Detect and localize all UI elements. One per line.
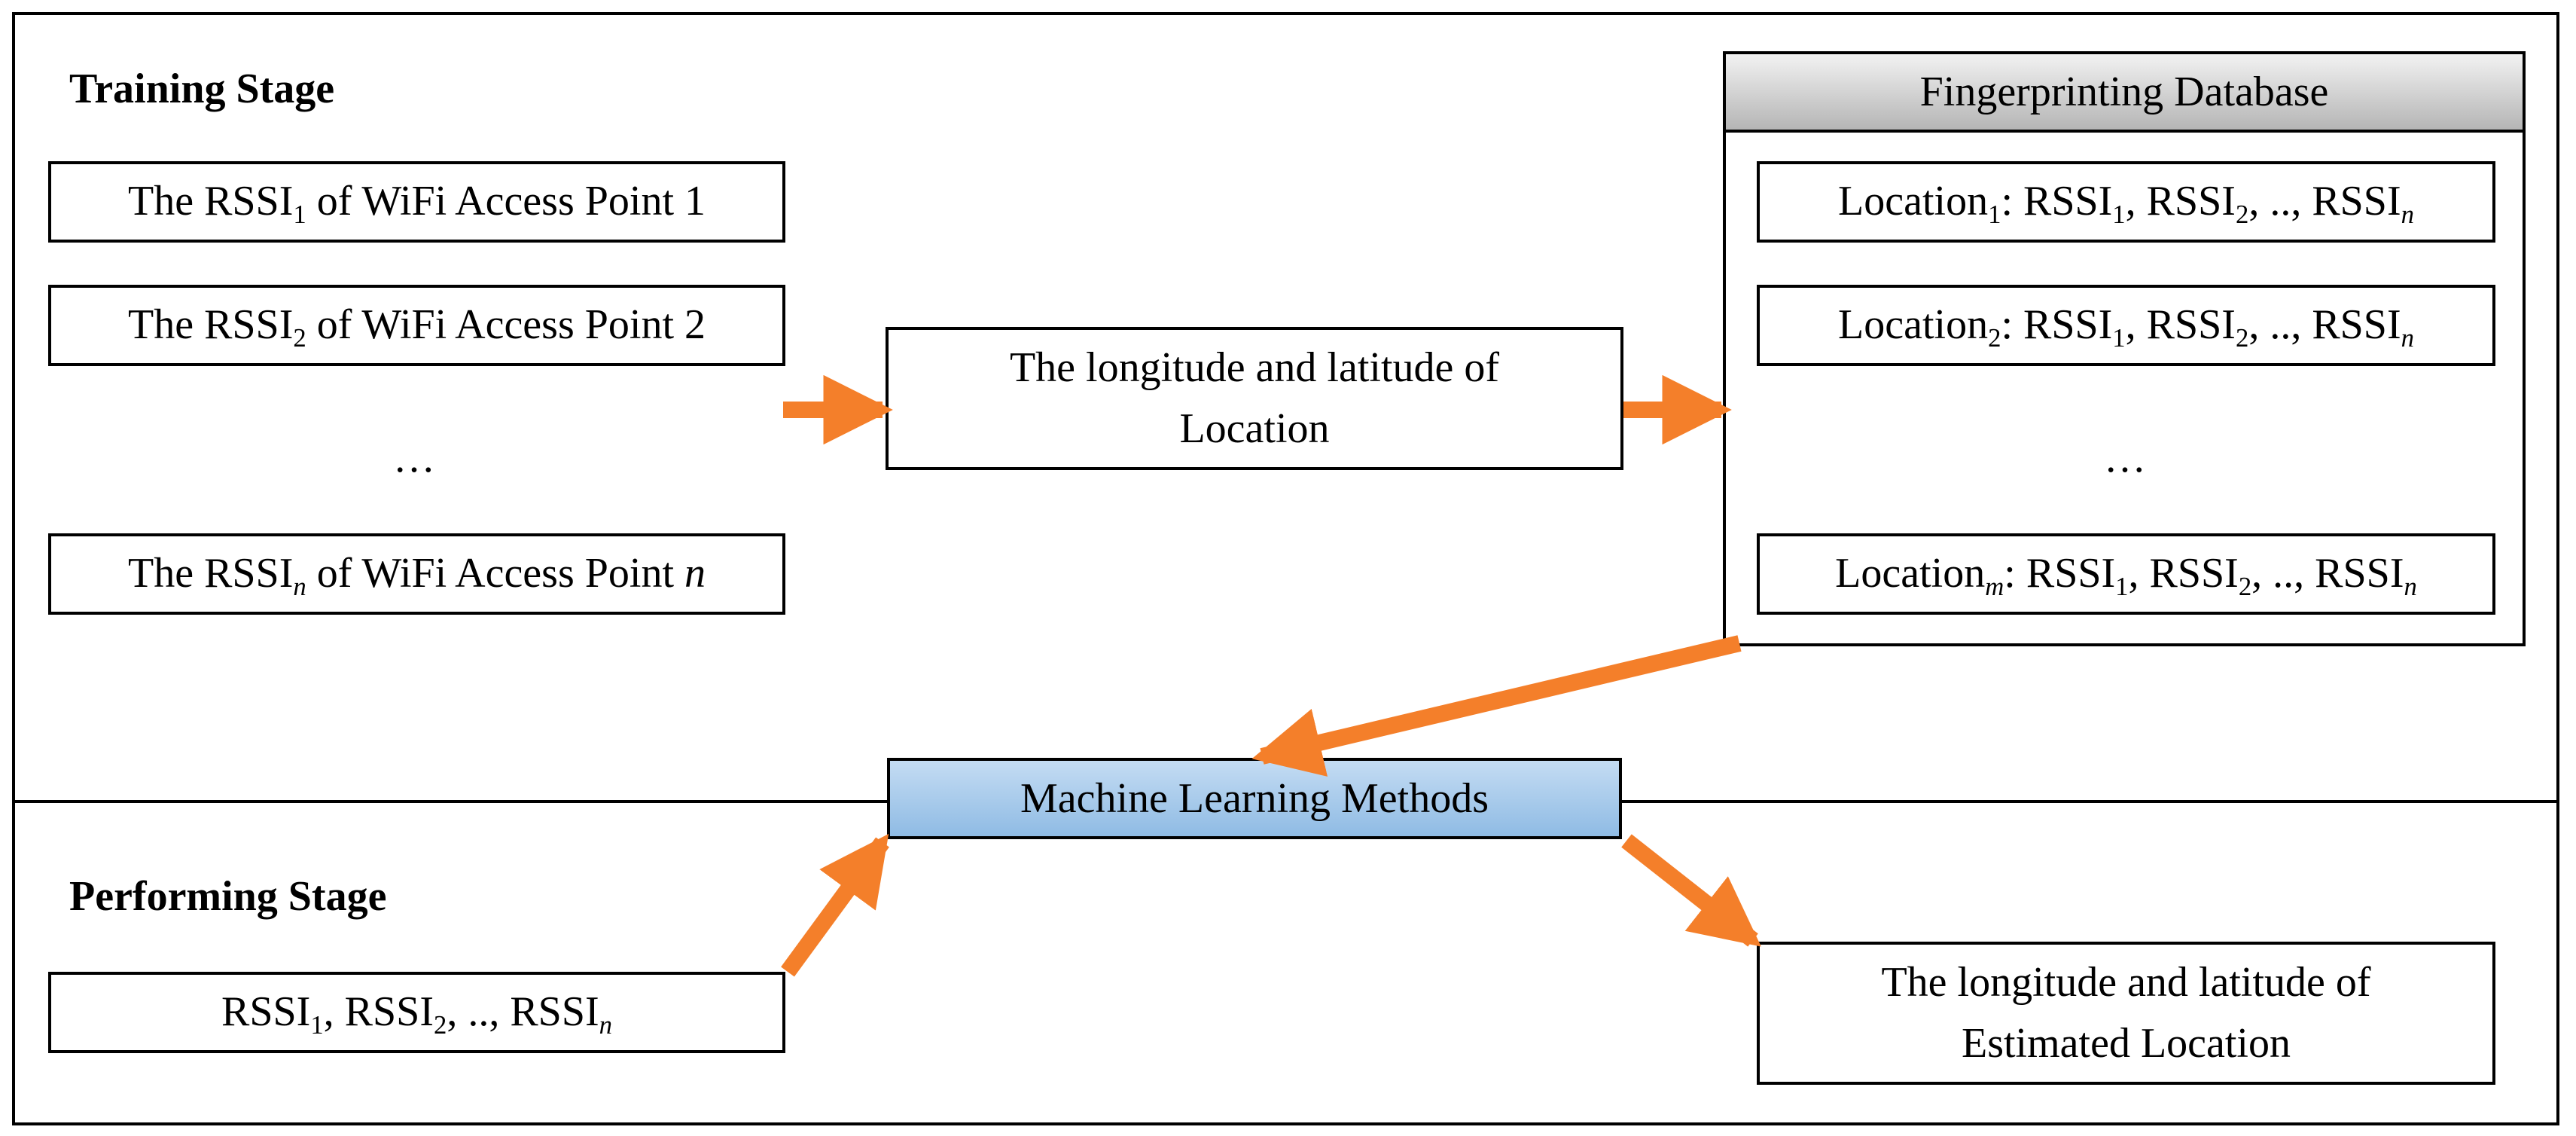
estimated-line1: The longitude and latitude of: [1881, 958, 2371, 1006]
rssi-ap2-text: The RSSI2 of WiFi Access Point 2: [128, 301, 706, 353]
location-box: The longitude and latitude of Location: [886, 327, 1623, 470]
location-line2: Location: [1179, 405, 1330, 452]
location-line1: The longitude and latitude of: [1009, 344, 1500, 391]
db-row-location-m: Locationm: RSSI1, RSSI2, .., RSSIn: [1757, 533, 2495, 615]
rssi-apn-text: The RSSIn of WiFi Access Point n: [128, 550, 706, 602]
arrow-ml-to-output: [1621, 834, 1761, 947]
performing-rssi-box: RSSI1, RSSI2, .., RSSIn: [48, 972, 785, 1053]
db-row-2-text: Location2: RSSI1, RSSI2, .., RSSIn: [1838, 301, 2414, 353]
training-stage-title: Training Stage: [69, 66, 335, 112]
rssi-ap2-box: The RSSI2 of WiFi Access Point 2: [48, 285, 785, 366]
arrow-performing-to-ml: [781, 833, 889, 977]
estimated-location-box: The longitude and latitude of Estimated …: [1757, 942, 2495, 1085]
performing-stage-title: Performing Stage: [69, 873, 387, 920]
fingerprint-database-title: Fingerprinting Database: [1723, 51, 2526, 133]
rssi-ap1-box: The RSSI1 of WiFi Access Point 1: [48, 161, 785, 243]
arrow-database-to-ml: [1251, 635, 1742, 777]
db-row-location-1: Location1: RSSI1, RSSI2, .., RSSIn: [1757, 161, 2495, 243]
performing-rssi-text: RSSI1, RSSI2, .., RSSIn: [221, 988, 612, 1040]
db-ellipsis: …: [2104, 435, 2146, 481]
inputs-ellipsis: …: [393, 435, 435, 481]
db-row-m-text: Locationm: RSSI1, RSSI2, .., RSSIn: [1835, 550, 2417, 602]
rssi-apn-box: The RSSIn of WiFi Access Point n: [48, 533, 785, 615]
db-row-location-2: Location2: RSSI1, RSSI2, .., RSSIn: [1757, 285, 2495, 366]
db-row-1-text: Location1: RSSI1, RSSI2, .., RSSIn: [1838, 178, 2414, 230]
diagram-frame: [12, 12, 2559, 1125]
estimated-line2: Estimated Location: [1962, 1020, 2291, 1067]
rssi-ap1-text: The RSSI1 of WiFi Access Point 1: [128, 178, 706, 230]
